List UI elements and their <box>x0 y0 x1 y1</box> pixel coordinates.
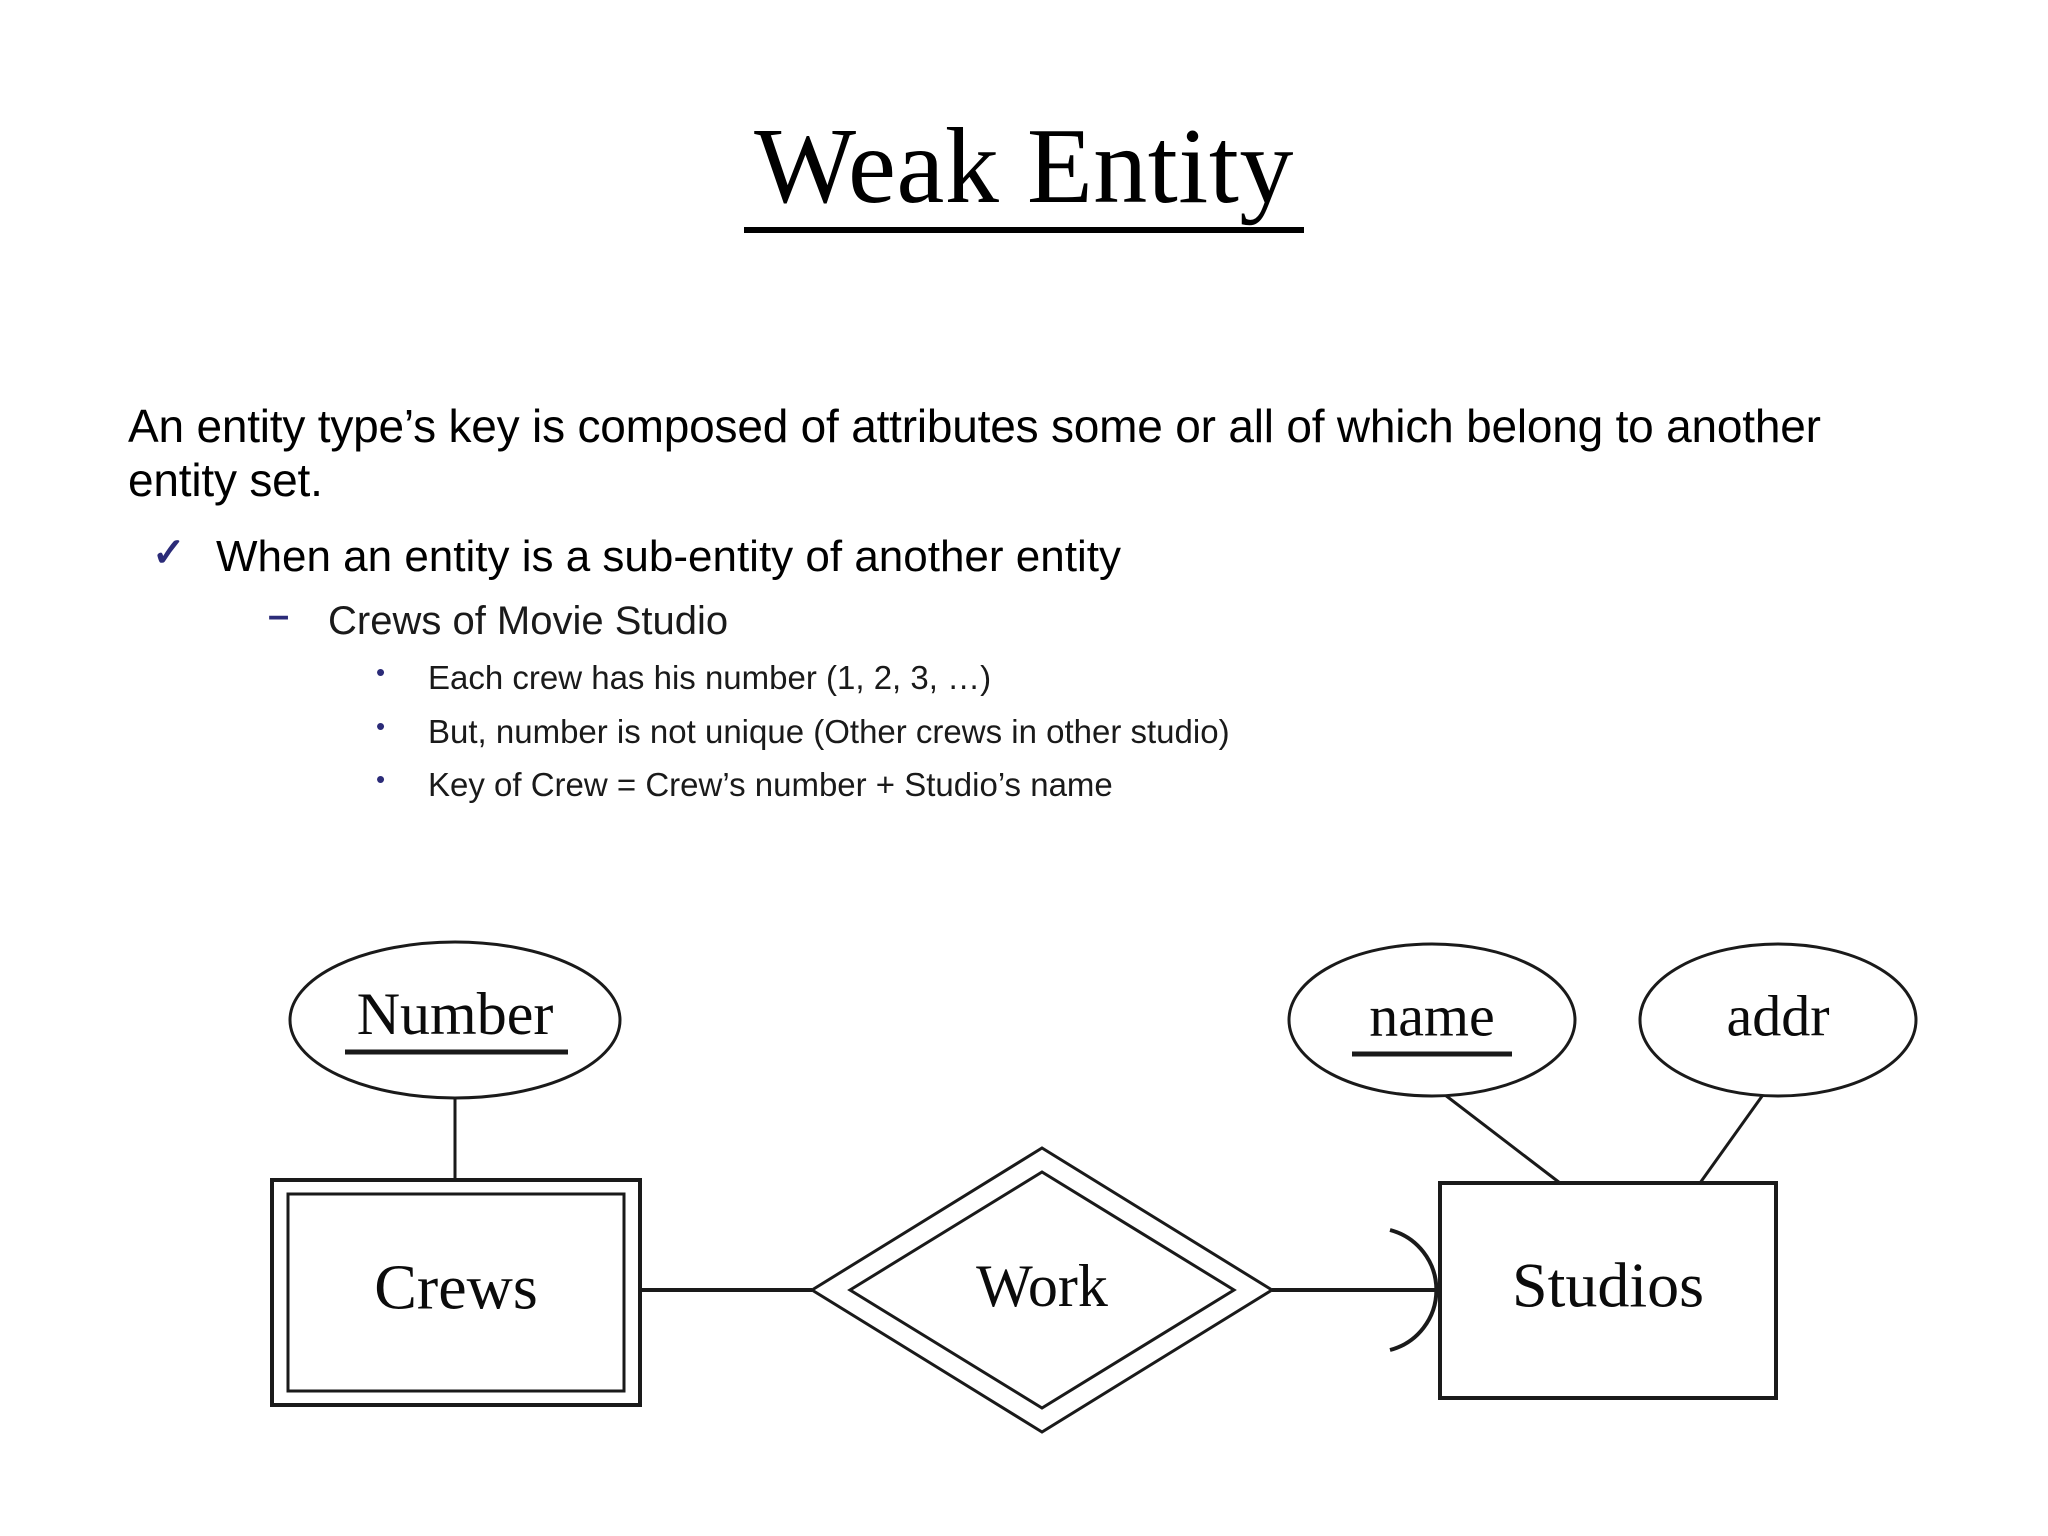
entity-studios: Studios <box>1438 1181 1778 1400</box>
round-bullet-icon: • <box>376 764 386 795</box>
attribute-number-label: Number <box>357 981 554 1047</box>
check-mark-icon: ✓ <box>152 530 186 575</box>
entity-crews-inner-border <box>286 1192 626 1393</box>
relationship-work-label: Work <box>976 1253 1108 1319</box>
attribute-addr: addr <box>1638 942 1918 1098</box>
round-bullet-icon: • <box>376 710 386 741</box>
entity-studios-border <box>1438 1181 1778 1400</box>
attribute-name: name <box>1287 942 1577 1098</box>
entity-studios-label: Studios <box>1512 1250 1704 1321</box>
relationship-work: Work <box>809 1146 1275 1434</box>
relationship-work-inner-border <box>847 1170 1237 1410</box>
bullet-level1-label: When an entity is a sub-entity of anothe… <box>216 531 1121 581</box>
bullet-level1: ✓ When an entity is a sub-entity of anot… <box>128 530 1948 583</box>
list-item: • But, number is not unique (Other crews… <box>128 712 1948 752</box>
slide-body: An entity type’s key is composed of attr… <box>128 400 1948 805</box>
rounded-arrow-icon <box>1389 1228 1439 1352</box>
attribute-name-label: name <box>1369 983 1495 1048</box>
list-item-label: But, number is not unique (Other crews i… <box>428 712 1230 750</box>
page-title-text: Weak Entity <box>744 110 1304 234</box>
list-item-label: Each crew has his number (1, 2, 3, …) <box>428 659 992 697</box>
page-title: Weak Entity <box>0 110 2048 234</box>
intro-paragraph: An entity type’s key is composed of attr… <box>128 400 1821 506</box>
connector-addr-to-studios <box>1698 1084 1772 1184</box>
entity-crews-label: Crews <box>374 1252 538 1323</box>
list-item: • Key of Crew = Crew’s number + Studio’s… <box>128 765 1948 805</box>
attribute-addr-label: addr <box>1726 983 1829 1048</box>
bullet-level2: – Crews of Movie Studio <box>128 595 1948 644</box>
bullet-level2-label: Crews of Movie Studio <box>328 599 729 644</box>
list-item: • Each crew has his number (1, 2, 3, …) <box>128 658 1948 698</box>
er-diagram: Number name addr Crews <box>0 930 2048 1450</box>
connector-name-to-studios <box>1431 1083 1561 1185</box>
round-bullet-icon: • <box>376 657 386 688</box>
list-item-label: Key of Crew = Crew’s number + Studio’s n… <box>428 766 1113 804</box>
en-dash-icon: – <box>268 595 290 638</box>
attribute-number: Number <box>288 940 622 1100</box>
entity-crews: Crews <box>270 1178 642 1407</box>
